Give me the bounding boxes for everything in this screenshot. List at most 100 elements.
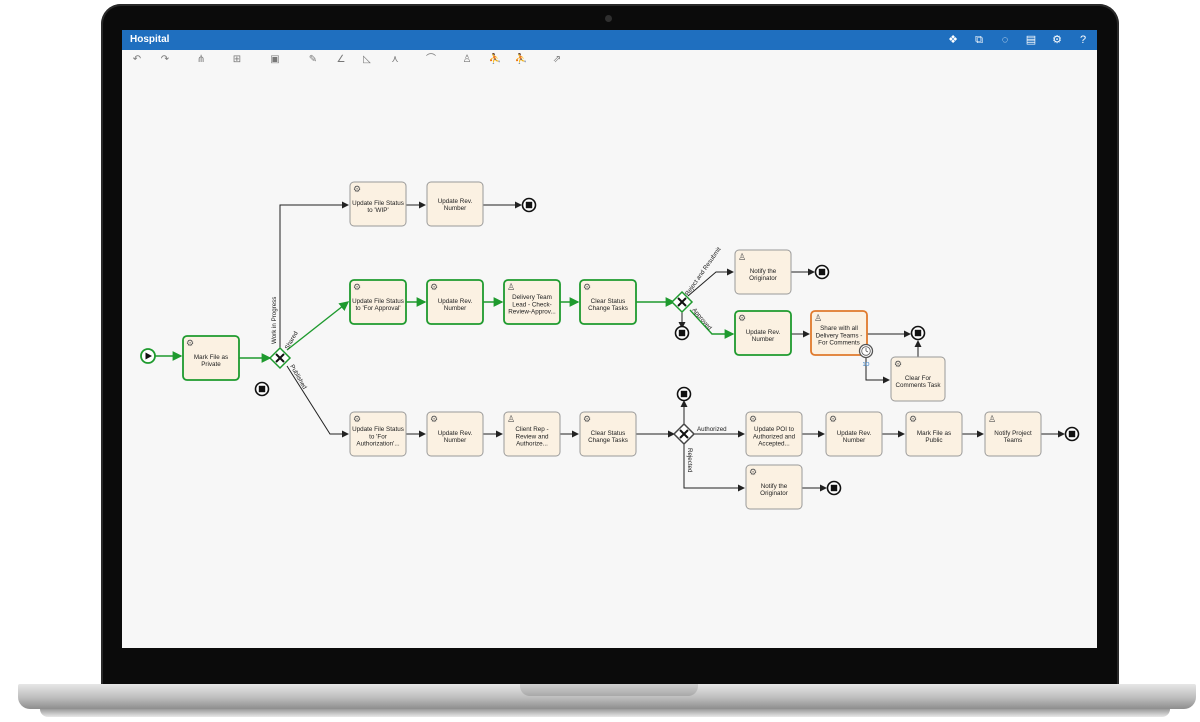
task-t-rev4[interactable]: ⚙Update Rev.Number — [426, 411, 484, 457]
task-label: Update Rev. — [438, 198, 473, 205]
help-icon[interactable]: ? — [1079, 34, 1087, 46]
flow-label-rejected: Rejected — [686, 448, 693, 473]
task-t-rev3[interactable]: ⚙Update Rev.Number — [734, 310, 792, 356]
task-label: Authorization'... — [356, 441, 399, 448]
exclusive-gateway[interactable] — [670, 290, 694, 314]
task-label: Delivery Team — [512, 294, 552, 301]
runner-icon[interactable]: ⛹ — [514, 54, 528, 65]
task-label: Update Rev. — [438, 430, 473, 437]
header-icons: ❖ ⧉ ◌ ▤ ⚙? — [945, 32, 1091, 48]
end-event[interactable] — [910, 325, 926, 341]
user-task-icon[interactable]: ♙ — [462, 54, 472, 65]
task-label: Authorized and — [753, 433, 796, 440]
apps-icon[interactable]: ❖ — [948, 34, 958, 46]
save-icon[interactable]: ▣ — [270, 54, 280, 65]
task-label: Review-Approv... — [508, 309, 556, 316]
task-t-client-rep[interactable]: ♙Client Rep -Review andAuthorize... — [503, 411, 561, 457]
gear-icon: ⚙ — [430, 414, 438, 424]
sequence-flow[interactable] — [689, 309, 735, 339]
task-label: Teams — [1004, 437, 1023, 444]
compass-icon[interactable]: ⋏ — [391, 54, 399, 65]
sequence-flow[interactable] — [286, 365, 349, 438]
gear-icon: ⚙ — [738, 313, 746, 323]
end-event[interactable] — [674, 325, 690, 341]
group-icon[interactable]: ⊞ — [232, 54, 242, 65]
sequence-flow[interactable] — [687, 268, 734, 297]
task-label: Update File Status — [352, 426, 404, 433]
user-icon: ♙ — [814, 313, 822, 323]
gear-icon: ⚙ — [430, 282, 438, 292]
exclusive-gateway[interactable] — [672, 422, 696, 446]
end-event[interactable] — [814, 264, 830, 280]
task-label: Private — [201, 361, 221, 368]
pencil-icon[interactable]: ✎ — [308, 54, 318, 65]
arc-icon[interactable]: ⌒ — [426, 54, 436, 65]
end-event[interactable] — [1064, 426, 1080, 442]
timer-event[interactable] — [858, 343, 874, 359]
task-label: Comments Task — [895, 382, 941, 389]
task-label: to 'For Approval' — [355, 305, 400, 312]
task-label: Change Tasks — [588, 305, 628, 312]
triangle-icon[interactable]: ◺ — [363, 54, 371, 65]
hierarchy-icon[interactable]: ⋔ — [196, 54, 206, 65]
task-t-rev1[interactable]: Update Rev.Number — [426, 181, 484, 227]
comment-icon[interactable]: ◌ — [1001, 34, 1009, 46]
sequence-flow[interactable] — [286, 301, 350, 351]
angle-icon[interactable]: ∠ — [336, 54, 346, 65]
end-event[interactable] — [676, 386, 692, 402]
user-icon: ♙ — [507, 282, 515, 292]
end-event[interactable] — [521, 197, 537, 213]
settings-icon[interactable]: ⚙ — [1052, 34, 1062, 46]
task-label: Notify Project — [994, 430, 1032, 437]
task-label: Review and — [516, 433, 549, 440]
flow-label-shared: Shared — [284, 330, 300, 351]
task-label: Public — [925, 437, 942, 444]
layout-icon[interactable]: ⧉ — [975, 34, 983, 46]
task-label: Clear For — [905, 375, 931, 382]
task-label: Number — [444, 205, 466, 212]
gear-icon: ⚙ — [353, 184, 361, 194]
start-event[interactable] — [140, 348, 156, 364]
end-event[interactable] — [254, 381, 270, 397]
redo-icon[interactable]: ↷ — [160, 54, 170, 65]
person-icon[interactable]: ⛹ — [488, 54, 502, 65]
task-label: Update Rev. — [438, 298, 473, 305]
share-icon[interactable]: ⇗ — [552, 54, 562, 65]
undo-icon[interactable]: ↶ — [132, 54, 142, 65]
sequence-flow[interactable] — [865, 357, 890, 384]
sequence-flow[interactable] — [279, 201, 349, 348]
gear-icon: ⚙ — [353, 282, 361, 292]
gear-icon: ⚙ — [353, 414, 361, 424]
page-icon[interactable]: ▤ — [1025, 34, 1037, 46]
task-label: Clear Status — [591, 430, 626, 437]
task-label: to 'For — [369, 433, 387, 440]
exclusive-gateway[interactable] — [268, 346, 292, 370]
end-event[interactable] — [826, 480, 842, 496]
task-label: Lead - Check- — [512, 301, 552, 308]
user-icon: ♙ — [988, 414, 996, 424]
task-label: Delivery Teams - — [816, 332, 863, 339]
task-t-rev5[interactable]: ⚙Update Rev.Number — [825, 411, 883, 457]
task-label: Update POI to — [754, 426, 794, 433]
task-t-rev2[interactable]: ⚙Update Rev.Number — [426, 279, 484, 325]
gear-icon: ⚙ — [583, 414, 591, 424]
sequence-flow[interactable] — [683, 444, 745, 492]
task-label: Update File Status — [352, 200, 404, 207]
gear-icon: ⚙ — [186, 338, 194, 348]
